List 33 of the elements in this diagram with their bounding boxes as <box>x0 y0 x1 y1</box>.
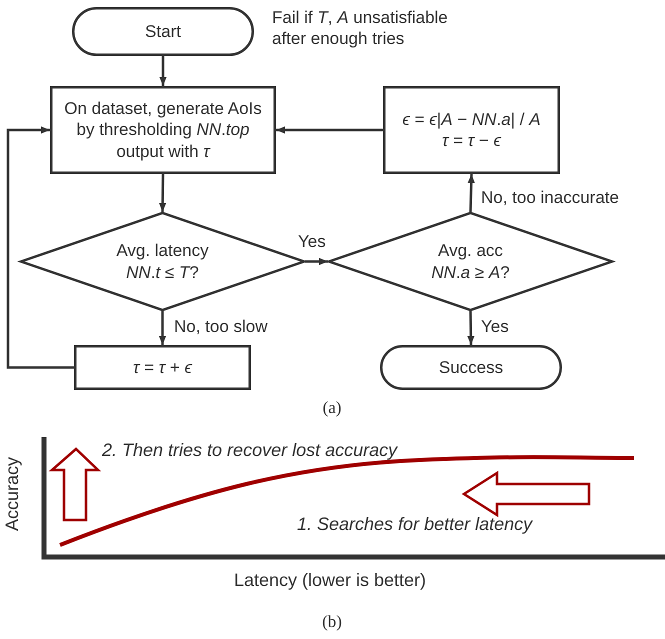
node-text: ϵ = ϵ|A − NN.a| / A <box>402 108 541 130</box>
annotation-text: 1. Searches for better latency <box>297 514 532 535</box>
node-text: τ = τ − ϵ <box>442 130 501 152</box>
arrow <box>159 174 166 212</box>
process-box <box>74 345 251 390</box>
node-text: On dataset, generate AoIs by thresholding NN.top output with τ <box>63 98 263 162</box>
decision-text: NN.t ≤ T? <box>126 262 199 283</box>
arrow <box>159 56 167 86</box>
figure-caption: (a) <box>322 398 342 418</box>
edge-label: No, too slow <box>172 317 270 337</box>
axis-label: Latency (lower is better) <box>234 570 426 591</box>
node-text: Success <box>438 356 504 378</box>
node-text: Start <box>145 20 181 42</box>
note-text: Fail if T, A unsatisfiable after enough tries <box>272 7 449 50</box>
arrow <box>305 258 328 266</box>
terminal-pill <box>72 7 254 56</box>
decision-text: Avg. latency <box>116 240 209 262</box>
arrow <box>467 310 474 346</box>
arrow <box>468 174 475 212</box>
arrow <box>6 126 74 369</box>
axis-label: Accuracy <box>2 456 23 531</box>
figure-caption: (b) <box>322 612 342 632</box>
edge-label: No, too inaccurate <box>479 188 621 208</box>
process-box <box>383 86 560 174</box>
arrow <box>276 126 383 134</box>
annotation-text: 2. Then tries to recover lost accuracy <box>102 440 398 461</box>
node-text: τ = τ + ϵ <box>133 356 192 378</box>
decision-text: Avg. acc <box>438 240 503 262</box>
terminal-pill <box>380 345 562 390</box>
decision-text: NN.a ≥ A? <box>431 262 510 283</box>
arrow <box>158 311 166 345</box>
process-box <box>50 86 276 174</box>
decision-diamond <box>328 212 613 311</box>
